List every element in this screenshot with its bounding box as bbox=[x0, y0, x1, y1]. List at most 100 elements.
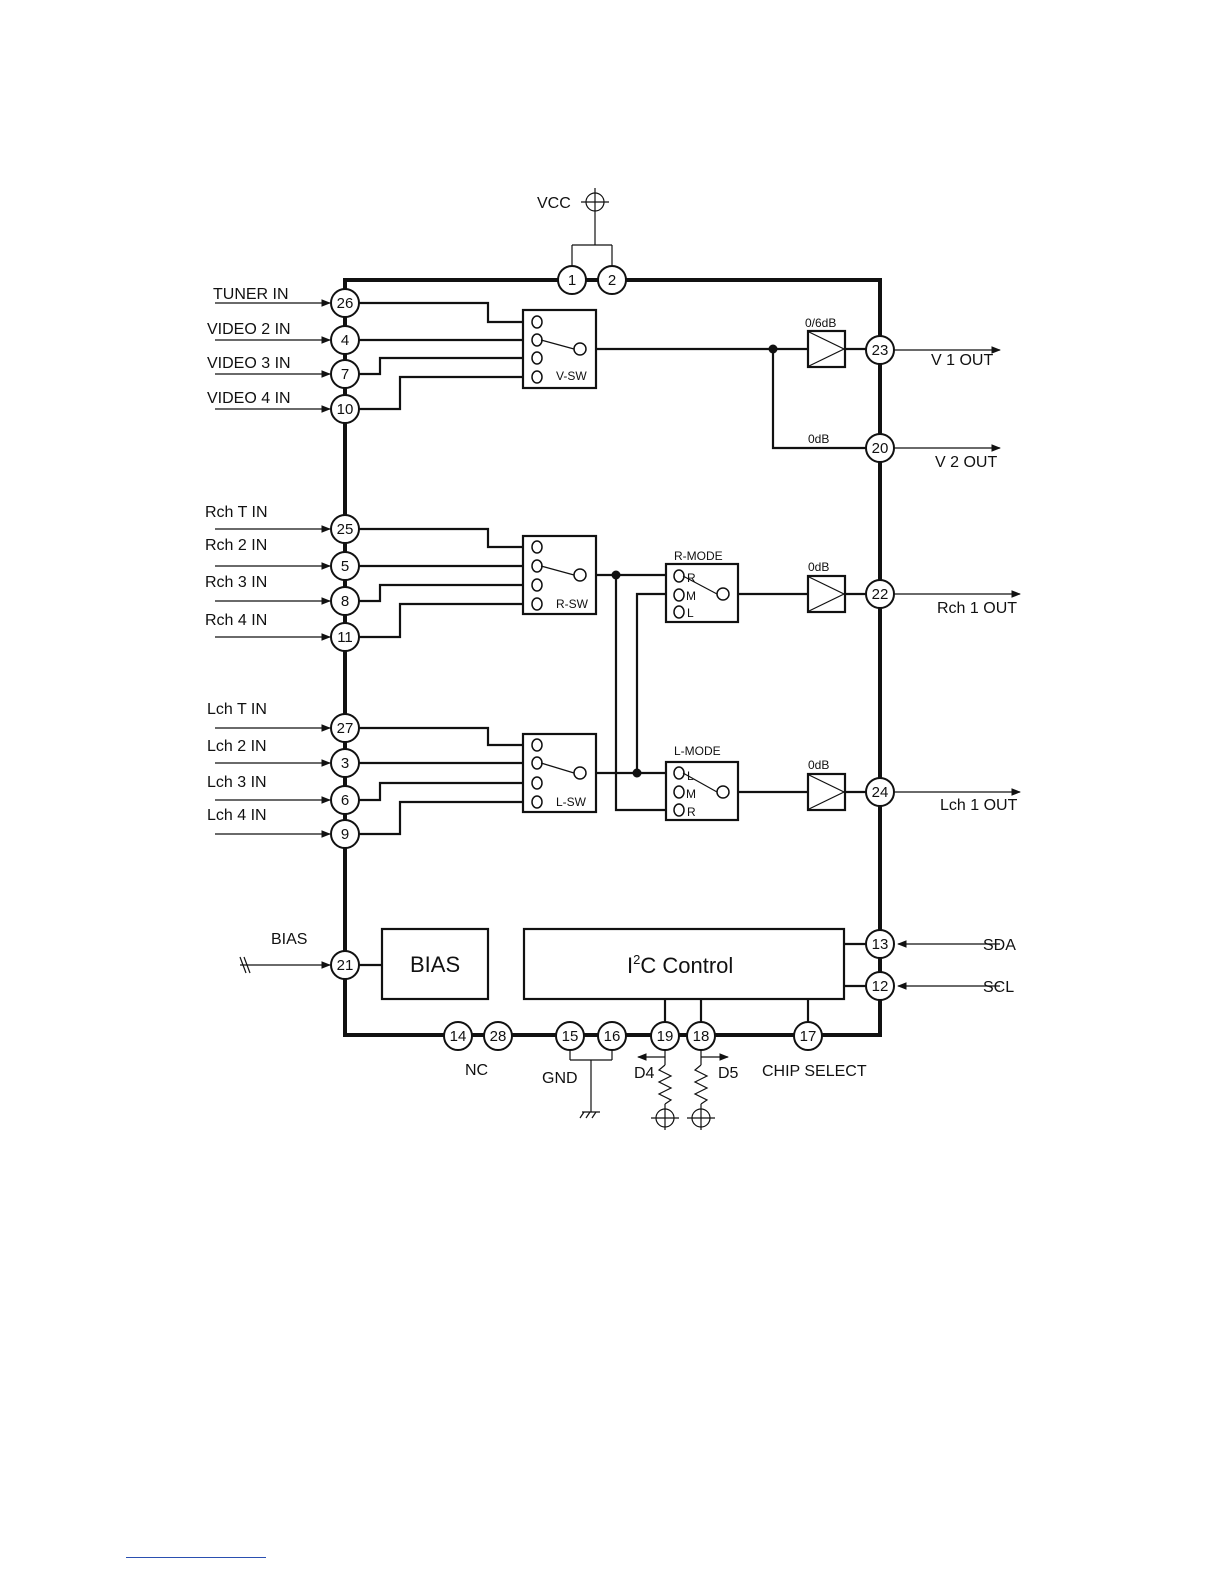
pin-14: 14 bbox=[443, 1021, 473, 1051]
l-sw-label: L-SW bbox=[556, 795, 587, 809]
svg-text:1: 1 bbox=[568, 272, 576, 289]
lch-t-in-label: Lch T IN bbox=[207, 701, 267, 718]
l-mode-m-label: M bbox=[686, 787, 696, 801]
l-sw-contacts bbox=[531, 738, 587, 809]
svg-text:11: 11 bbox=[337, 629, 353, 646]
svg-text:27: 27 bbox=[337, 720, 354, 737]
svg-text:14: 14 bbox=[450, 1028, 467, 1045]
pin-20: 20 bbox=[865, 433, 895, 463]
pin-9: 9 bbox=[330, 819, 360, 849]
svg-text:5: 5 bbox=[341, 558, 349, 575]
pin-7: 7 bbox=[330, 359, 360, 389]
pin-24: 24 bbox=[865, 777, 895, 807]
bias-block bbox=[380, 927, 490, 1001]
r-sw-contacts bbox=[531, 540, 587, 611]
pin-22: 22 bbox=[865, 579, 895, 609]
video-wires bbox=[358, 301, 866, 450]
v-sw-label: V-SW bbox=[556, 369, 587, 383]
chip-outline bbox=[343, 278, 882, 1037]
d4-d5-resistors bbox=[637, 1050, 729, 1130]
svg-text:15: 15 bbox=[562, 1028, 579, 1045]
video3-in-label: VIDEO 3 IN bbox=[207, 355, 291, 372]
pin-12: 12 bbox=[865, 971, 895, 1001]
pin-2: 2 bbox=[597, 265, 627, 295]
svg-text:16: 16 bbox=[604, 1028, 621, 1045]
svg-text:18: 18 bbox=[693, 1028, 710, 1045]
pin-26: 26 bbox=[330, 288, 360, 318]
pin-28: 28 bbox=[483, 1021, 513, 1051]
input-lines bbox=[215, 299, 331, 974]
rch-gain-label: 0dB bbox=[808, 560, 829, 574]
r-mode-m-label: M bbox=[686, 589, 696, 603]
rch2-in-label: Rch 2 IN bbox=[205, 537, 267, 554]
pin-8: 8 bbox=[330, 586, 360, 616]
pin-19: 19 bbox=[650, 1021, 680, 1051]
svg-text:10: 10 bbox=[337, 401, 354, 418]
pin-17: 17 bbox=[793, 1021, 823, 1051]
l-mode-r-label: R bbox=[687, 805, 696, 819]
scl-label: SCL bbox=[983, 979, 1014, 996]
rch1-out-label: Rch 1 OUT bbox=[937, 600, 1017, 617]
svg-text:25: 25 bbox=[337, 521, 354, 538]
svg-text:24: 24 bbox=[872, 784, 889, 801]
d5-label: D5 bbox=[718, 1065, 739, 1082]
l-mode-label: L-MODE bbox=[674, 744, 721, 758]
rch3-in-label: Rch 3 IN bbox=[205, 574, 267, 591]
sda-label: SDA bbox=[983, 937, 1016, 954]
output-lines bbox=[894, 346, 1021, 796]
svg-text:22: 22 bbox=[872, 586, 889, 603]
lch2-in-label: Lch 2 IN bbox=[207, 738, 267, 755]
gnd-symbol bbox=[569, 1050, 613, 1119]
i2c-control-block bbox=[522, 927, 846, 1001]
lch4-in-label: Lch 4 IN bbox=[207, 807, 267, 824]
d4-label: D4 bbox=[634, 1065, 655, 1082]
v2-gain-label: 0dB bbox=[808, 432, 829, 446]
footer-underline-link[interactable] bbox=[126, 1557, 266, 1558]
control-wires bbox=[663, 940, 1000, 1022]
l-mode-contacts bbox=[673, 766, 730, 817]
rch-amp-block bbox=[806, 574, 847, 614]
svg-text:8: 8 bbox=[341, 593, 349, 610]
bias-block-label: BIAS bbox=[410, 952, 460, 977]
pin-18: 18 bbox=[686, 1021, 716, 1051]
pin-23: 23 bbox=[865, 335, 895, 365]
svg-text:26: 26 bbox=[337, 295, 354, 312]
vcc-terminal bbox=[571, 188, 613, 268]
lch-amp-block bbox=[806, 772, 847, 812]
pin-21: 21 bbox=[330, 950, 360, 980]
pin-11: 11 bbox=[330, 622, 360, 652]
lch1-out-label: Lch 1 OUT bbox=[940, 797, 1018, 814]
r-mode-label: R-MODE bbox=[674, 549, 723, 563]
pin-10: 10 bbox=[330, 394, 360, 424]
l-mode-l-label: L bbox=[687, 769, 694, 783]
bias-in-label: BIAS bbox=[271, 931, 307, 948]
i2c-control-label: I2C Control bbox=[627, 952, 733, 978]
svg-text:23: 23 bbox=[872, 342, 889, 359]
gnd-label: GND bbox=[542, 1070, 578, 1087]
pin-3: 3 bbox=[330, 748, 360, 778]
lch-gain-label: 0dB bbox=[808, 758, 829, 772]
svg-text:7: 7 bbox=[341, 366, 349, 383]
video2-in-label: VIDEO 2 IN bbox=[207, 321, 291, 338]
rch-wires bbox=[358, 527, 866, 812]
rch-t-in-label: Rch T IN bbox=[205, 504, 268, 521]
tuner-in-label: TUNER IN bbox=[213, 286, 289, 303]
pin-13: 13 bbox=[865, 929, 895, 959]
r-mode-r-label: R bbox=[687, 571, 696, 585]
r-mode-l-label: L bbox=[687, 606, 694, 620]
svg-text:19: 19 bbox=[657, 1028, 674, 1045]
svg-text:20: 20 bbox=[872, 440, 889, 457]
video4-in-label: VIDEO 4 IN bbox=[207, 390, 291, 407]
svg-text:13: 13 bbox=[872, 936, 889, 953]
svg-text:17: 17 bbox=[800, 1028, 817, 1045]
lch-wires bbox=[358, 592, 866, 836]
vcc-label: VCC bbox=[537, 195, 571, 212]
svg-text:3: 3 bbox=[341, 755, 349, 772]
svg-text:12: 12 bbox=[872, 978, 889, 995]
v1-amp-block bbox=[806, 329, 847, 369]
r-mode-contacts bbox=[673, 569, 730, 619]
v1-out-label: V 1 OUT bbox=[931, 352, 993, 369]
pin-16: 16 bbox=[597, 1021, 627, 1051]
v2-out-label: V 2 OUT bbox=[935, 454, 997, 471]
